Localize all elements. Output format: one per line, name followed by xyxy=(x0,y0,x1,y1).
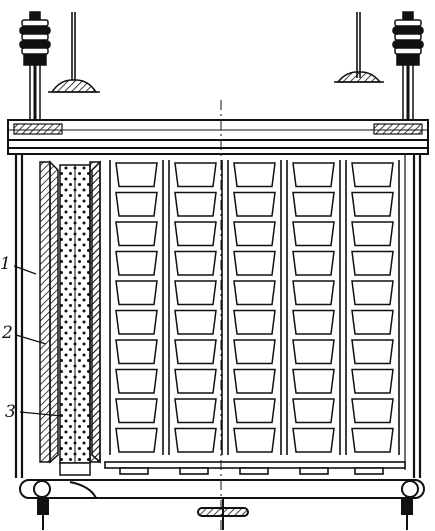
plate-cell xyxy=(292,250,335,276)
plate-column xyxy=(109,160,164,455)
plate-cell xyxy=(351,221,394,247)
left-insulator xyxy=(19,11,51,150)
plate-cell xyxy=(174,162,217,188)
plate-cell xyxy=(115,280,158,306)
plate-cell xyxy=(292,221,335,247)
plate-cell xyxy=(233,280,276,306)
plate-cell xyxy=(233,221,276,247)
container-walls xyxy=(14,154,422,478)
plate-cell xyxy=(174,250,217,276)
plate-column xyxy=(286,160,341,455)
sectioned-electrode xyxy=(39,160,101,476)
base-rail xyxy=(19,479,425,530)
plate-cell xyxy=(233,339,276,365)
callout-3: 3 xyxy=(5,402,16,422)
plate-cell xyxy=(115,368,158,394)
plate-cell xyxy=(351,427,394,453)
plate-cell xyxy=(292,339,335,365)
callout-1: 1 xyxy=(0,254,11,274)
plate-cell xyxy=(174,368,217,394)
plate-cell xyxy=(174,339,217,365)
plate-cell xyxy=(233,250,276,276)
plate-cell xyxy=(115,162,158,188)
plate-cell xyxy=(351,280,394,306)
plate-cell xyxy=(351,339,394,365)
plate-cell xyxy=(115,339,158,365)
plate-cell xyxy=(115,221,158,247)
plate-cell xyxy=(292,309,335,335)
plate-cell xyxy=(174,280,217,306)
right-vent-cap xyxy=(334,12,384,83)
plate-column xyxy=(168,160,223,455)
plate-cell xyxy=(351,368,394,394)
left-vent-cap xyxy=(48,12,100,93)
plate-cell xyxy=(233,398,276,424)
plate-cell xyxy=(174,309,217,335)
plate-cell xyxy=(115,191,158,217)
plate-column xyxy=(345,160,400,455)
bottom-supports xyxy=(104,461,406,475)
plate-cell xyxy=(233,309,276,335)
lid xyxy=(7,119,429,155)
plate-cell xyxy=(351,250,394,276)
callout-2: 2 xyxy=(2,323,13,343)
plate-cell xyxy=(115,309,158,335)
plate-cell xyxy=(292,162,335,188)
plate-cell xyxy=(292,427,335,453)
plate-cell xyxy=(174,191,217,217)
plate-cell xyxy=(115,398,158,424)
plate-cell xyxy=(351,398,394,424)
plate-column xyxy=(227,160,282,455)
plate-cell xyxy=(233,162,276,188)
plate-cell xyxy=(115,250,158,276)
plate-cell xyxy=(351,309,394,335)
plate-cell xyxy=(233,191,276,217)
plate-cell xyxy=(292,398,335,424)
plate-cell xyxy=(292,368,335,394)
plate-cell xyxy=(174,221,217,247)
plate-cell xyxy=(233,368,276,394)
leader-lines xyxy=(13,265,63,417)
plate-cell xyxy=(292,191,335,217)
plate-cell xyxy=(351,162,394,188)
plate-cell xyxy=(351,191,394,217)
right-insulator xyxy=(392,11,424,150)
plate-cell xyxy=(233,427,276,453)
plate-cell xyxy=(292,280,335,306)
plate-cell xyxy=(115,427,158,453)
plate-cell xyxy=(174,398,217,424)
plate-pack xyxy=(109,160,400,455)
plate-cell xyxy=(174,427,217,453)
